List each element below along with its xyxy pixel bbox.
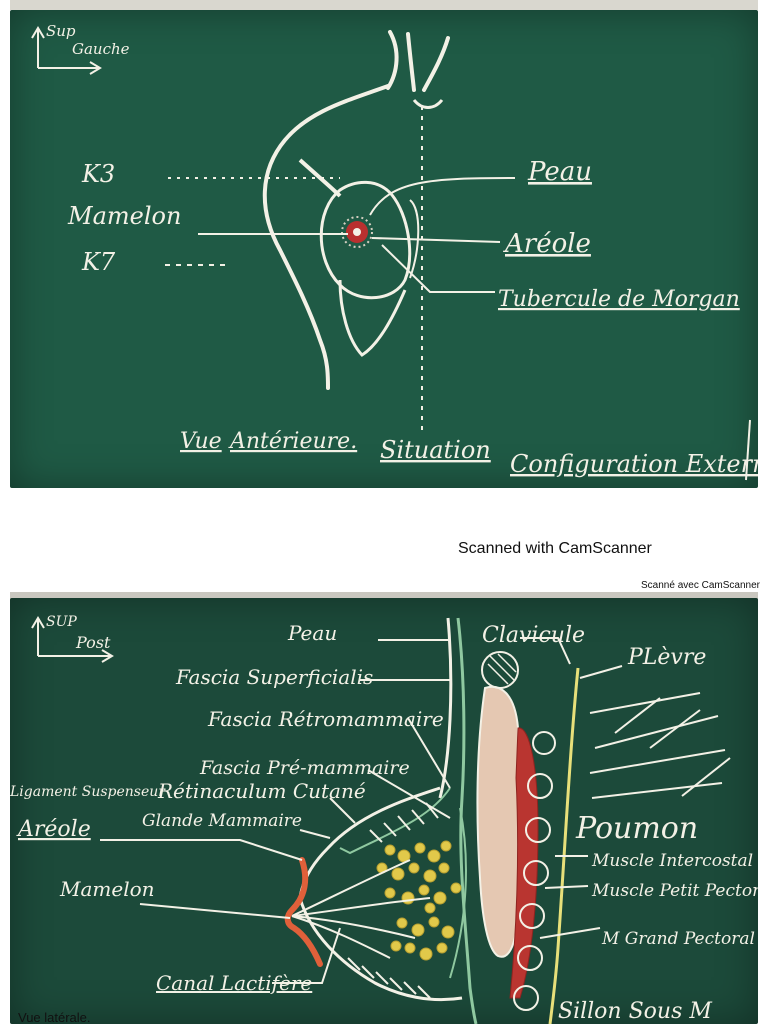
anterior-diagram: Sup Gauche K3 Mamelon K7 Peau Aréole Tub… bbox=[31, 22, 758, 481]
peau-leader bbox=[369, 177, 516, 216]
petit-pectoral-label: Muscle Petit Pectoral bbox=[591, 881, 758, 901]
camscanner-stamp-small: Scanné avec CamScanner bbox=[641, 580, 760, 591]
neck-outline bbox=[386, 30, 450, 92]
ribs bbox=[513, 731, 556, 1011]
camscanner-stamp: Scanned with CamScanner bbox=[458, 540, 652, 557]
leader-lines bbox=[100, 637, 623, 984]
retinaculum-label: Rétinaculum Cutané bbox=[157, 779, 366, 803]
grand-pectoral-label: M Grand Pectoral bbox=[601, 929, 755, 949]
poumon-label: Poumon bbox=[575, 811, 698, 846]
clavicule-label: Clavicule bbox=[482, 623, 585, 648]
canal-label: Canal Lactifère bbox=[156, 971, 312, 995]
axis-sup-label: SUP bbox=[46, 614, 77, 630]
grand-pectoral-muscle bbox=[476, 685, 522, 958]
fascia-premammaire-label: Fascia Pré-mammaire bbox=[199, 757, 410, 779]
glande-label: Glande Mammaire bbox=[142, 811, 302, 831]
board2-top-edge bbox=[10, 592, 758, 600]
areola-nipple bbox=[284, 857, 323, 967]
chalkboard-anterior-view: Sup Gauche K3 Mamelon K7 Peau Aréole Tub… bbox=[10, 10, 758, 488]
retinaculum-upper-hatching bbox=[369, 802, 439, 843]
areole-label: Aréole bbox=[503, 229, 591, 259]
lateral-diagram: SUP Post bbox=[10, 614, 758, 1024]
plevre-label: PLèvre bbox=[627, 645, 706, 670]
lung-hatching bbox=[589, 692, 731, 799]
trunk-contour bbox=[262, 84, 390, 390]
lactiferous-ducts bbox=[291, 859, 431, 959]
axilla-line bbox=[298, 158, 342, 198]
retinaculum-lower-hatching bbox=[347, 957, 431, 999]
pleura-line bbox=[548, 667, 580, 1024]
mamelon-label: Mamelon bbox=[59, 877, 155, 901]
footer-configuration: Configuration Externe bbox=[510, 450, 758, 478]
fascia-superficialis-label: Fascia Superficialis bbox=[175, 665, 373, 689]
orientation-axis bbox=[31, 616, 114, 663]
footer-anterieure: Antérieure. bbox=[228, 429, 357, 454]
mamelon-label: Mamelon bbox=[67, 202, 181, 230]
chest-wall-line bbox=[456, 617, 478, 1024]
clavicle-hatching bbox=[487, 653, 517, 685]
tubercule-label: Tubercule de Morgan bbox=[498, 287, 740, 312]
peau-label: Peau bbox=[527, 157, 592, 187]
nipple bbox=[353, 228, 361, 236]
k3-label: K3 bbox=[81, 160, 115, 188]
areola-outline bbox=[341, 216, 373, 248]
breast-lateral-contour bbox=[409, 199, 420, 279]
areole-label: Aréole bbox=[16, 817, 91, 842]
footer-bar bbox=[745, 419, 751, 481]
axis-gauche-label: Gauche bbox=[72, 40, 130, 58]
tubercule-leader bbox=[381, 244, 495, 293]
footer-situation: Situation bbox=[380, 436, 491, 464]
sternal-notch bbox=[412, 98, 444, 109]
breast-outline bbox=[319, 180, 412, 300]
chalkboard-lateral-view: SUP Post bbox=[10, 598, 758, 1024]
top-edge bbox=[10, 0, 758, 10]
clavicle bbox=[481, 651, 519, 689]
axis-post-label: Post bbox=[75, 633, 111, 652]
footer-vue: Vue bbox=[180, 429, 222, 454]
petit-pectoral-muscle bbox=[509, 727, 539, 999]
skin-upper-line bbox=[438, 617, 453, 799]
axis-sup-label: Sup bbox=[46, 22, 76, 40]
fascia-premammaire bbox=[339, 787, 451, 855]
caption-vue-laterale: Vue latérale. bbox=[18, 1010, 91, 1025]
sillon-label: Sillon Sous M bbox=[558, 999, 712, 1024]
areole-leader bbox=[371, 237, 501, 243]
fascia-retromammaire bbox=[449, 807, 467, 979]
ligament-label: Ligament Suspenseur bbox=[10, 784, 166, 800]
peau-label: Peau bbox=[287, 621, 337, 645]
orientation-axis bbox=[31, 26, 102, 75]
k7-label: K7 bbox=[81, 248, 116, 276]
gland-lobules bbox=[376, 840, 462, 961]
intercostal-label: Muscle Intercostal bbox=[591, 851, 753, 871]
fascia-retromammaire-label: Fascia Rétromammaire bbox=[207, 707, 444, 731]
breast-lower-contour bbox=[338, 279, 407, 357]
